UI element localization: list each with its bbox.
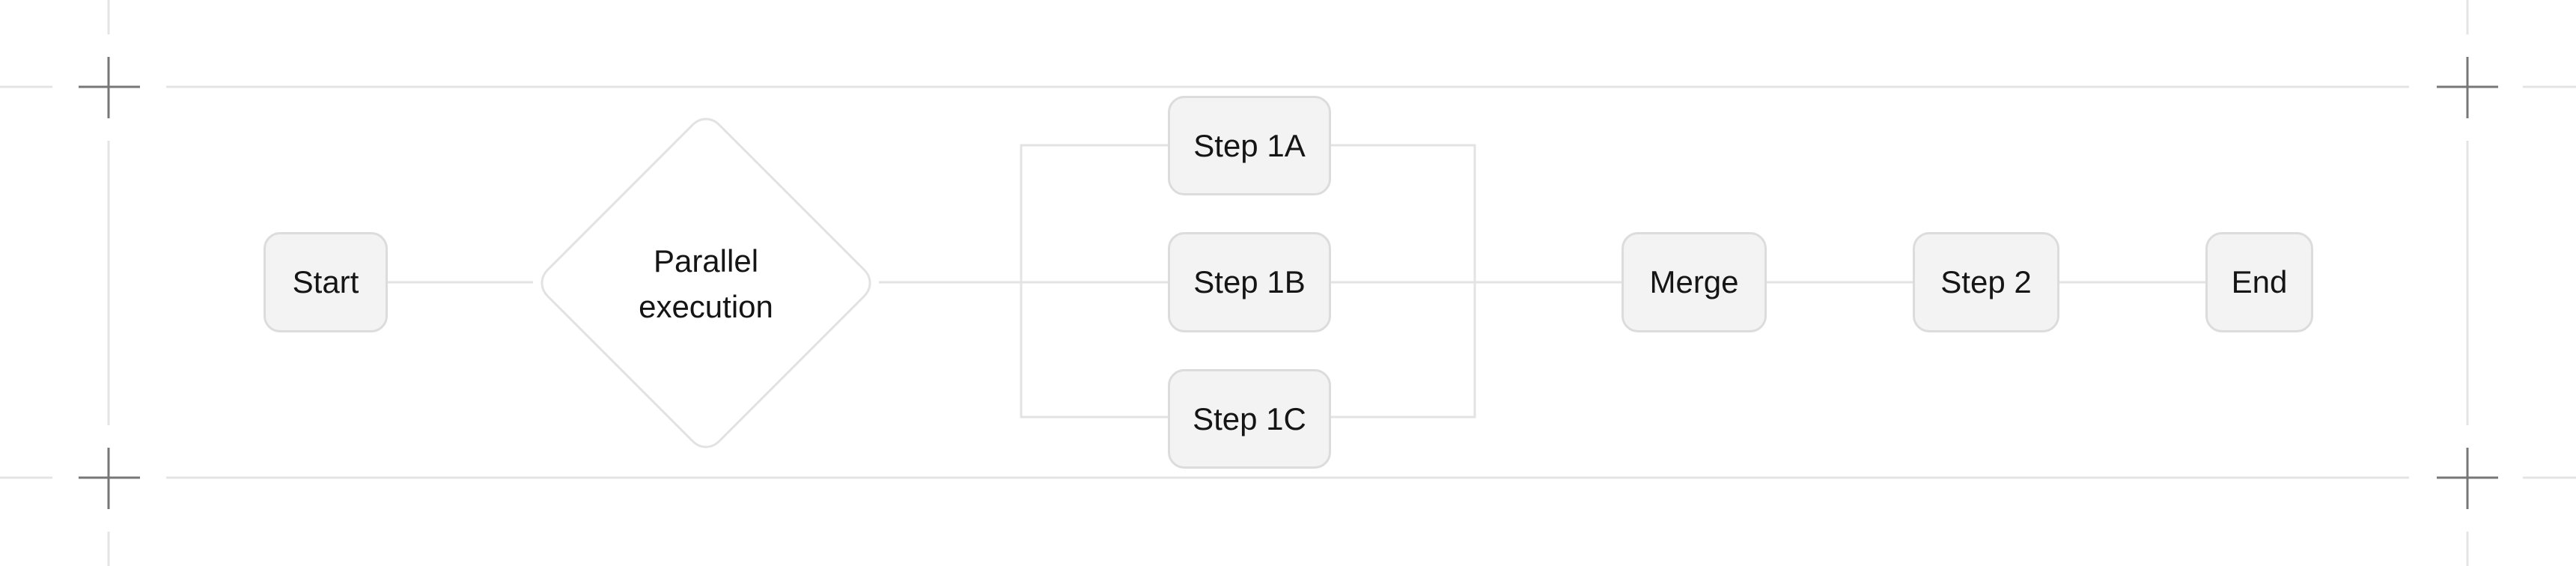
crop-mark-bottom-left bbox=[79, 448, 140, 509]
node-step1b[interactable]: Step 1B bbox=[1168, 232, 1331, 332]
node-start-label: Start bbox=[292, 264, 359, 299]
crop-mark-top-left bbox=[79, 57, 140, 118]
crop-mark-bottom-right bbox=[2437, 448, 2498, 509]
node-step1a-label: Step 1A bbox=[1193, 127, 1306, 163]
decision-diamond[interactable] bbox=[539, 116, 873, 450]
node-merge-label: Merge bbox=[1649, 264, 1739, 299]
crop-mark-top-right bbox=[2437, 57, 2498, 118]
node-step1b-label: Step 1B bbox=[1193, 264, 1306, 299]
node-step2-label: Step 2 bbox=[1940, 264, 2032, 299]
edge-split-branches bbox=[1020, 144, 1168, 419]
node-merge[interactable]: Merge bbox=[1622, 232, 1767, 332]
node-step1a[interactable]: Step 1A bbox=[1168, 96, 1331, 195]
node-start[interactable]: Start bbox=[264, 232, 388, 332]
edge-join-branches bbox=[1331, 144, 1476, 419]
node-step1c-label: Step 1C bbox=[1193, 401, 1306, 436]
node-end[interactable]: End bbox=[2205, 232, 2313, 332]
node-step1c[interactable]: Step 1C bbox=[1168, 369, 1331, 469]
node-step2[interactable]: Step 2 bbox=[1913, 232, 2059, 332]
node-end-label: End bbox=[2231, 264, 2288, 299]
